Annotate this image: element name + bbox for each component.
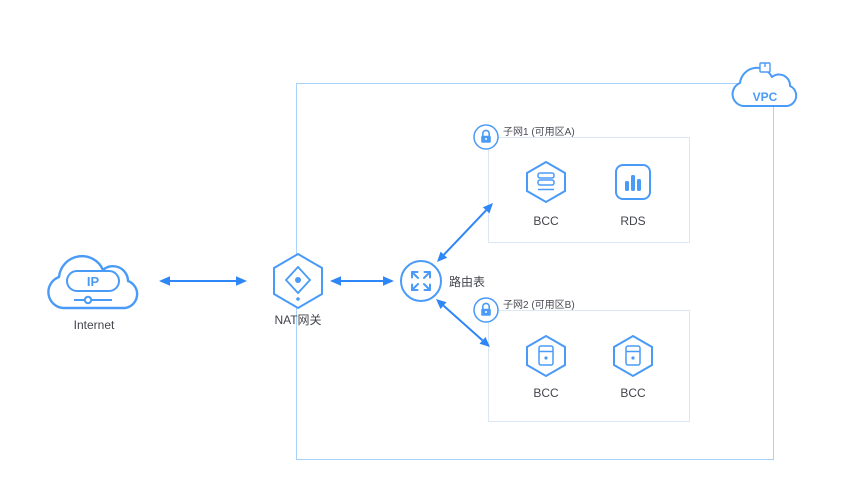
subnet1-rds-label: RDS: [620, 214, 646, 228]
nat-gateway-icon: [273, 252, 323, 310]
subnet1-box: [488, 137, 690, 243]
nat-gateway-label: NAT网关: [274, 313, 322, 327]
ip-badge: IP: [87, 274, 100, 289]
bcc-compute-icon: [526, 160, 566, 204]
subnet2-lock-icon: [473, 297, 499, 323]
subnet2-box: [488, 310, 690, 422]
route-table-label: 路由表: [449, 275, 486, 289]
internet-label: Internet: [73, 318, 115, 332]
package-icon: [759, 62, 771, 73]
subnet1-bcc-label: BCC: [533, 214, 559, 228]
bcc-server-icon: [526, 334, 566, 378]
vpc-label: VPC: [753, 90, 778, 104]
subnet2-bcc2-label: BCC: [620, 386, 646, 400]
subnet1-title: 子网1 (可用区A): [503, 127, 575, 138]
arrow-internet-nat: [159, 276, 247, 286]
subnet2-title: 子网2 (可用区B): [503, 300, 575, 311]
subnet2-bcc1-label: BCC: [533, 386, 559, 400]
vpc-cloud-icon: VPC: [731, 62, 798, 107]
subnet1-lock-icon: [473, 124, 499, 150]
internet-cloud-icon: IP: [47, 254, 139, 310]
route-table-icon: [400, 260, 442, 302]
rds-database-icon: [615, 164, 651, 200]
bcc-server-icon: [613, 334, 653, 378]
